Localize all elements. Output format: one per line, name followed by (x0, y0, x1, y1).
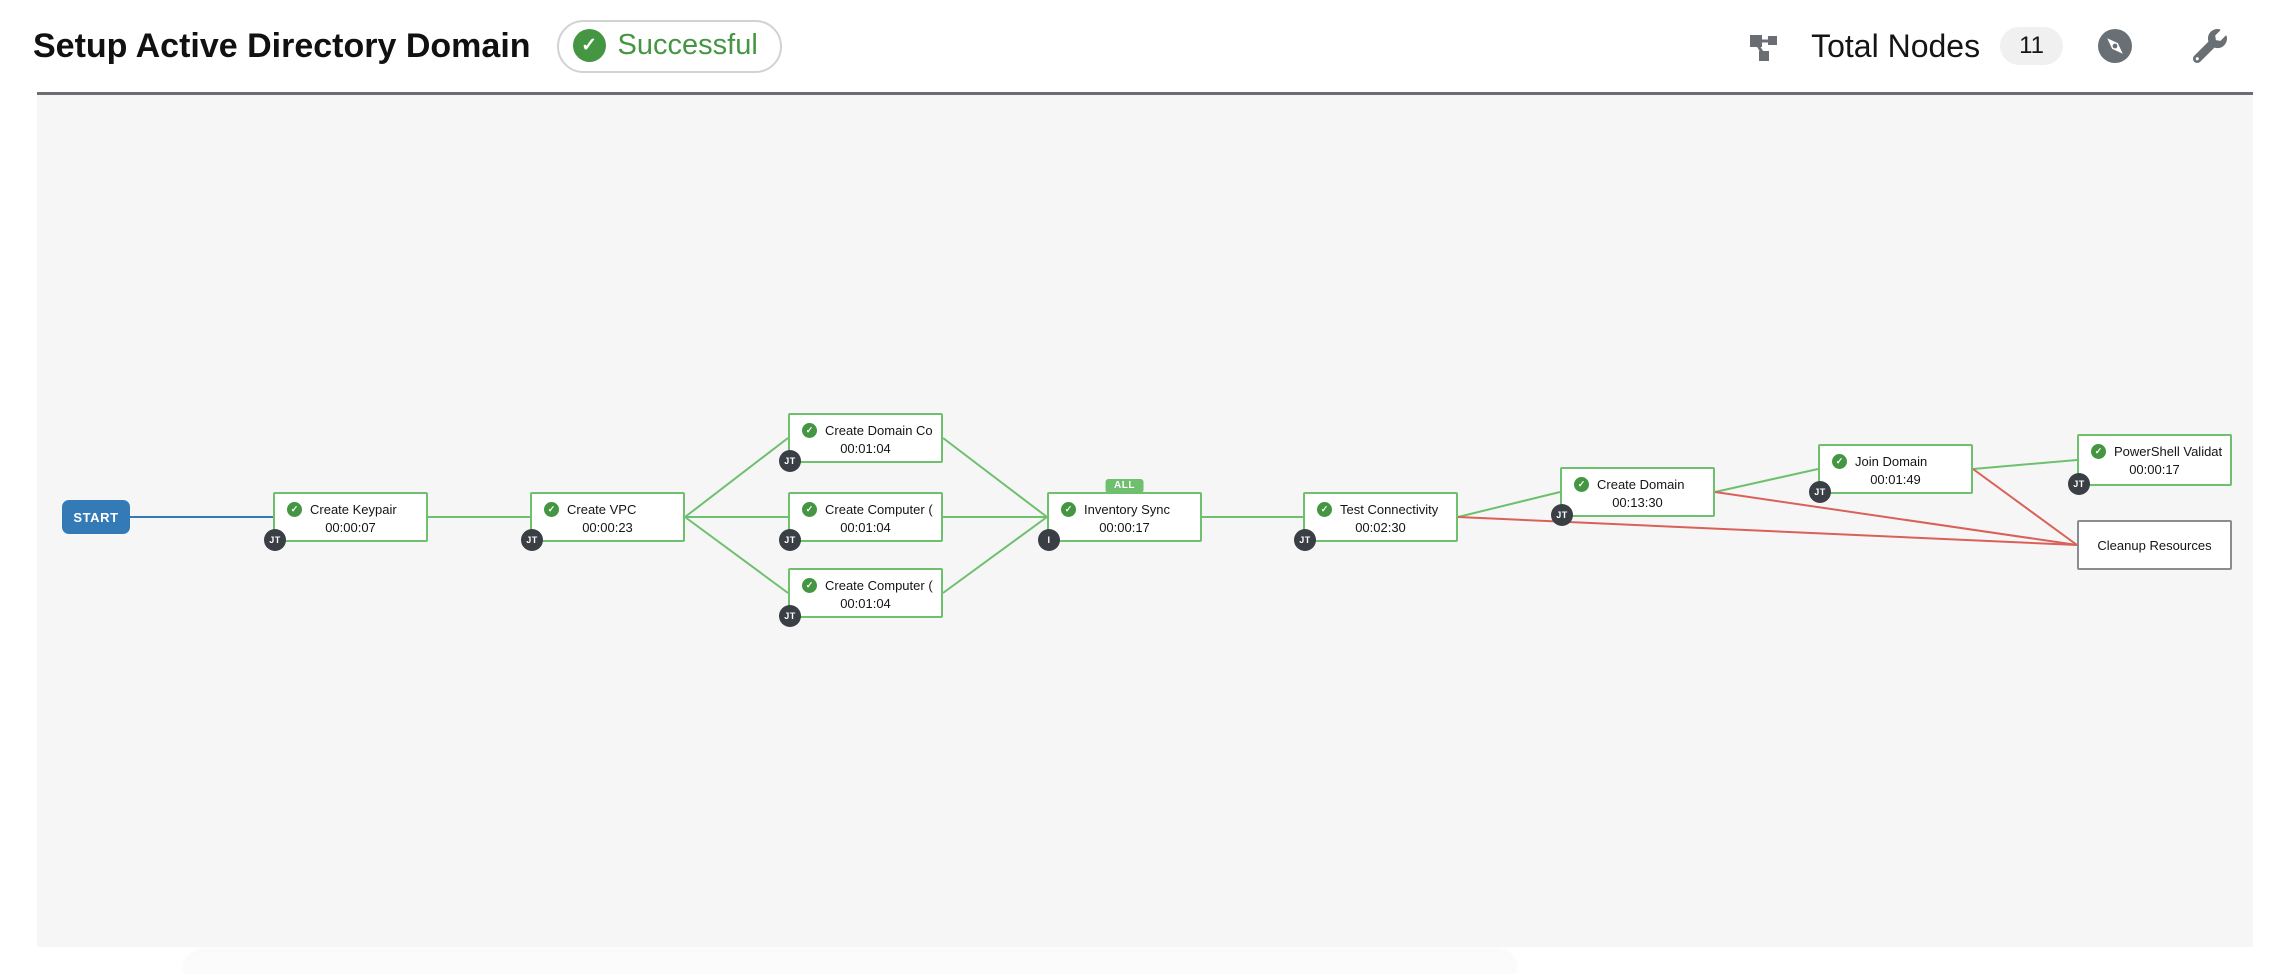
node-type-badge: JT (1809, 481, 1831, 503)
node-type-badge: JT (521, 529, 543, 551)
node-all-badge: ALL (1105, 479, 1144, 493)
workflow-edge-test-domain (1457, 491, 1561, 518)
compass-button[interactable] (2097, 28, 2133, 64)
node-type-badge: JT (1294, 529, 1316, 551)
legend-panel-edge[interactable] (185, 952, 1515, 974)
workflow-edge-comp2-inv (942, 516, 1048, 594)
node-label: Cleanup Resources (2097, 537, 2212, 553)
check-circle-icon: ✓ (802, 502, 817, 517)
check-circle-icon: ✓ (1061, 502, 1076, 517)
node-type-badge: JT (779, 605, 801, 627)
workflow-edge-dc-inv (942, 437, 1048, 518)
node-label: Inventory Sync (1084, 502, 1170, 517)
workflow-edge-domain-join (1714, 468, 1819, 493)
node-type-badge: JT (779, 450, 801, 472)
workflow-edges (130, 437, 2078, 594)
node-label: Create Computer (1) (825, 502, 933, 517)
header-divider (37, 92, 2253, 95)
node-label: Test Connectivity (1340, 502, 1439, 517)
node-elapsed-time: 00:01:49 (1870, 472, 1921, 487)
compass-icon (2097, 28, 2133, 64)
node-elapsed-time: 00:02:30 (1355, 520, 1406, 535)
wrench-button[interactable] (2193, 29, 2227, 63)
workflow-edge-vpc-dc (684, 437, 789, 518)
node-label: Create VPC (567, 502, 637, 517)
node-elapsed-time: 00:01:04 (840, 441, 891, 456)
header-toolbar: Total Nodes 11 (1747, 27, 2257, 65)
status-label: Successful (617, 28, 758, 61)
check-circle-icon: ✓ (1832, 454, 1847, 469)
workflow-edge-join-psv (1972, 459, 2078, 470)
status-badge: ✓ Successful (556, 19, 782, 73)
node-elapsed-time: 00:00:17 (2129, 462, 2180, 477)
check-circle-icon: ✓ (1317, 502, 1332, 517)
check-circle-icon: ✓ (802, 578, 817, 593)
node-elapsed-time: 00:01:04 (840, 596, 891, 611)
node-elapsed-time: 00:13:30 (1612, 495, 1663, 510)
node-label: Create Domain (1597, 477, 1685, 492)
node-label: Create Computer (2) (825, 578, 933, 593)
check-circle-icon: ✓ (2091, 444, 2106, 459)
node-type-badge: JT (779, 529, 801, 551)
workflow-start-node[interactable]: START (62, 500, 130, 534)
node-elapsed-time: 00:00:23 (582, 520, 633, 535)
node-type-badge: JT (2068, 473, 2090, 495)
check-circle-icon: ✓ (1574, 477, 1589, 492)
node-type-badge: I (1038, 529, 1060, 551)
workflow-edge-vpc-comp2 (684, 516, 789, 594)
node-label: Create Domain Contr... (825, 423, 933, 438)
sitemap-icon (1747, 29, 1781, 63)
node-elapsed-time: 00:00:07 (325, 520, 376, 535)
node-label: Join Domain (1855, 454, 1928, 469)
workflow-edge-domain-cleanup (1714, 491, 2078, 546)
workflow-node-cleanup[interactable]: Cleanup Resources (2077, 520, 2232, 570)
check-circle-icon: ✓ (544, 502, 559, 517)
node-elapsed-time: 00:00:17 (1099, 520, 1150, 535)
wrench-icon (2193, 29, 2227, 63)
node-type-badge: JT (1551, 504, 1573, 526)
workflow-edge-join-cleanup (1972, 468, 2078, 546)
check-circle-icon: ✓ (802, 423, 817, 438)
node-label: Create Keypair (310, 502, 397, 517)
check-circle-icon: ✓ (572, 28, 606, 62)
total-nodes-label: Total Nodes (1811, 27, 1981, 64)
check-circle-icon: ✓ (287, 502, 302, 517)
node-type-badge: JT (264, 529, 286, 551)
page-title: Setup Active Directory Domain (33, 26, 531, 65)
total-nodes-count: 11 (2000, 27, 2063, 65)
node-elapsed-time: 00:01:04 (840, 520, 891, 535)
node-label: PowerShell Validation (2114, 444, 2222, 459)
workflow-header: Setup Active Directory Domain ✓ Successf… (0, 0, 2290, 92)
